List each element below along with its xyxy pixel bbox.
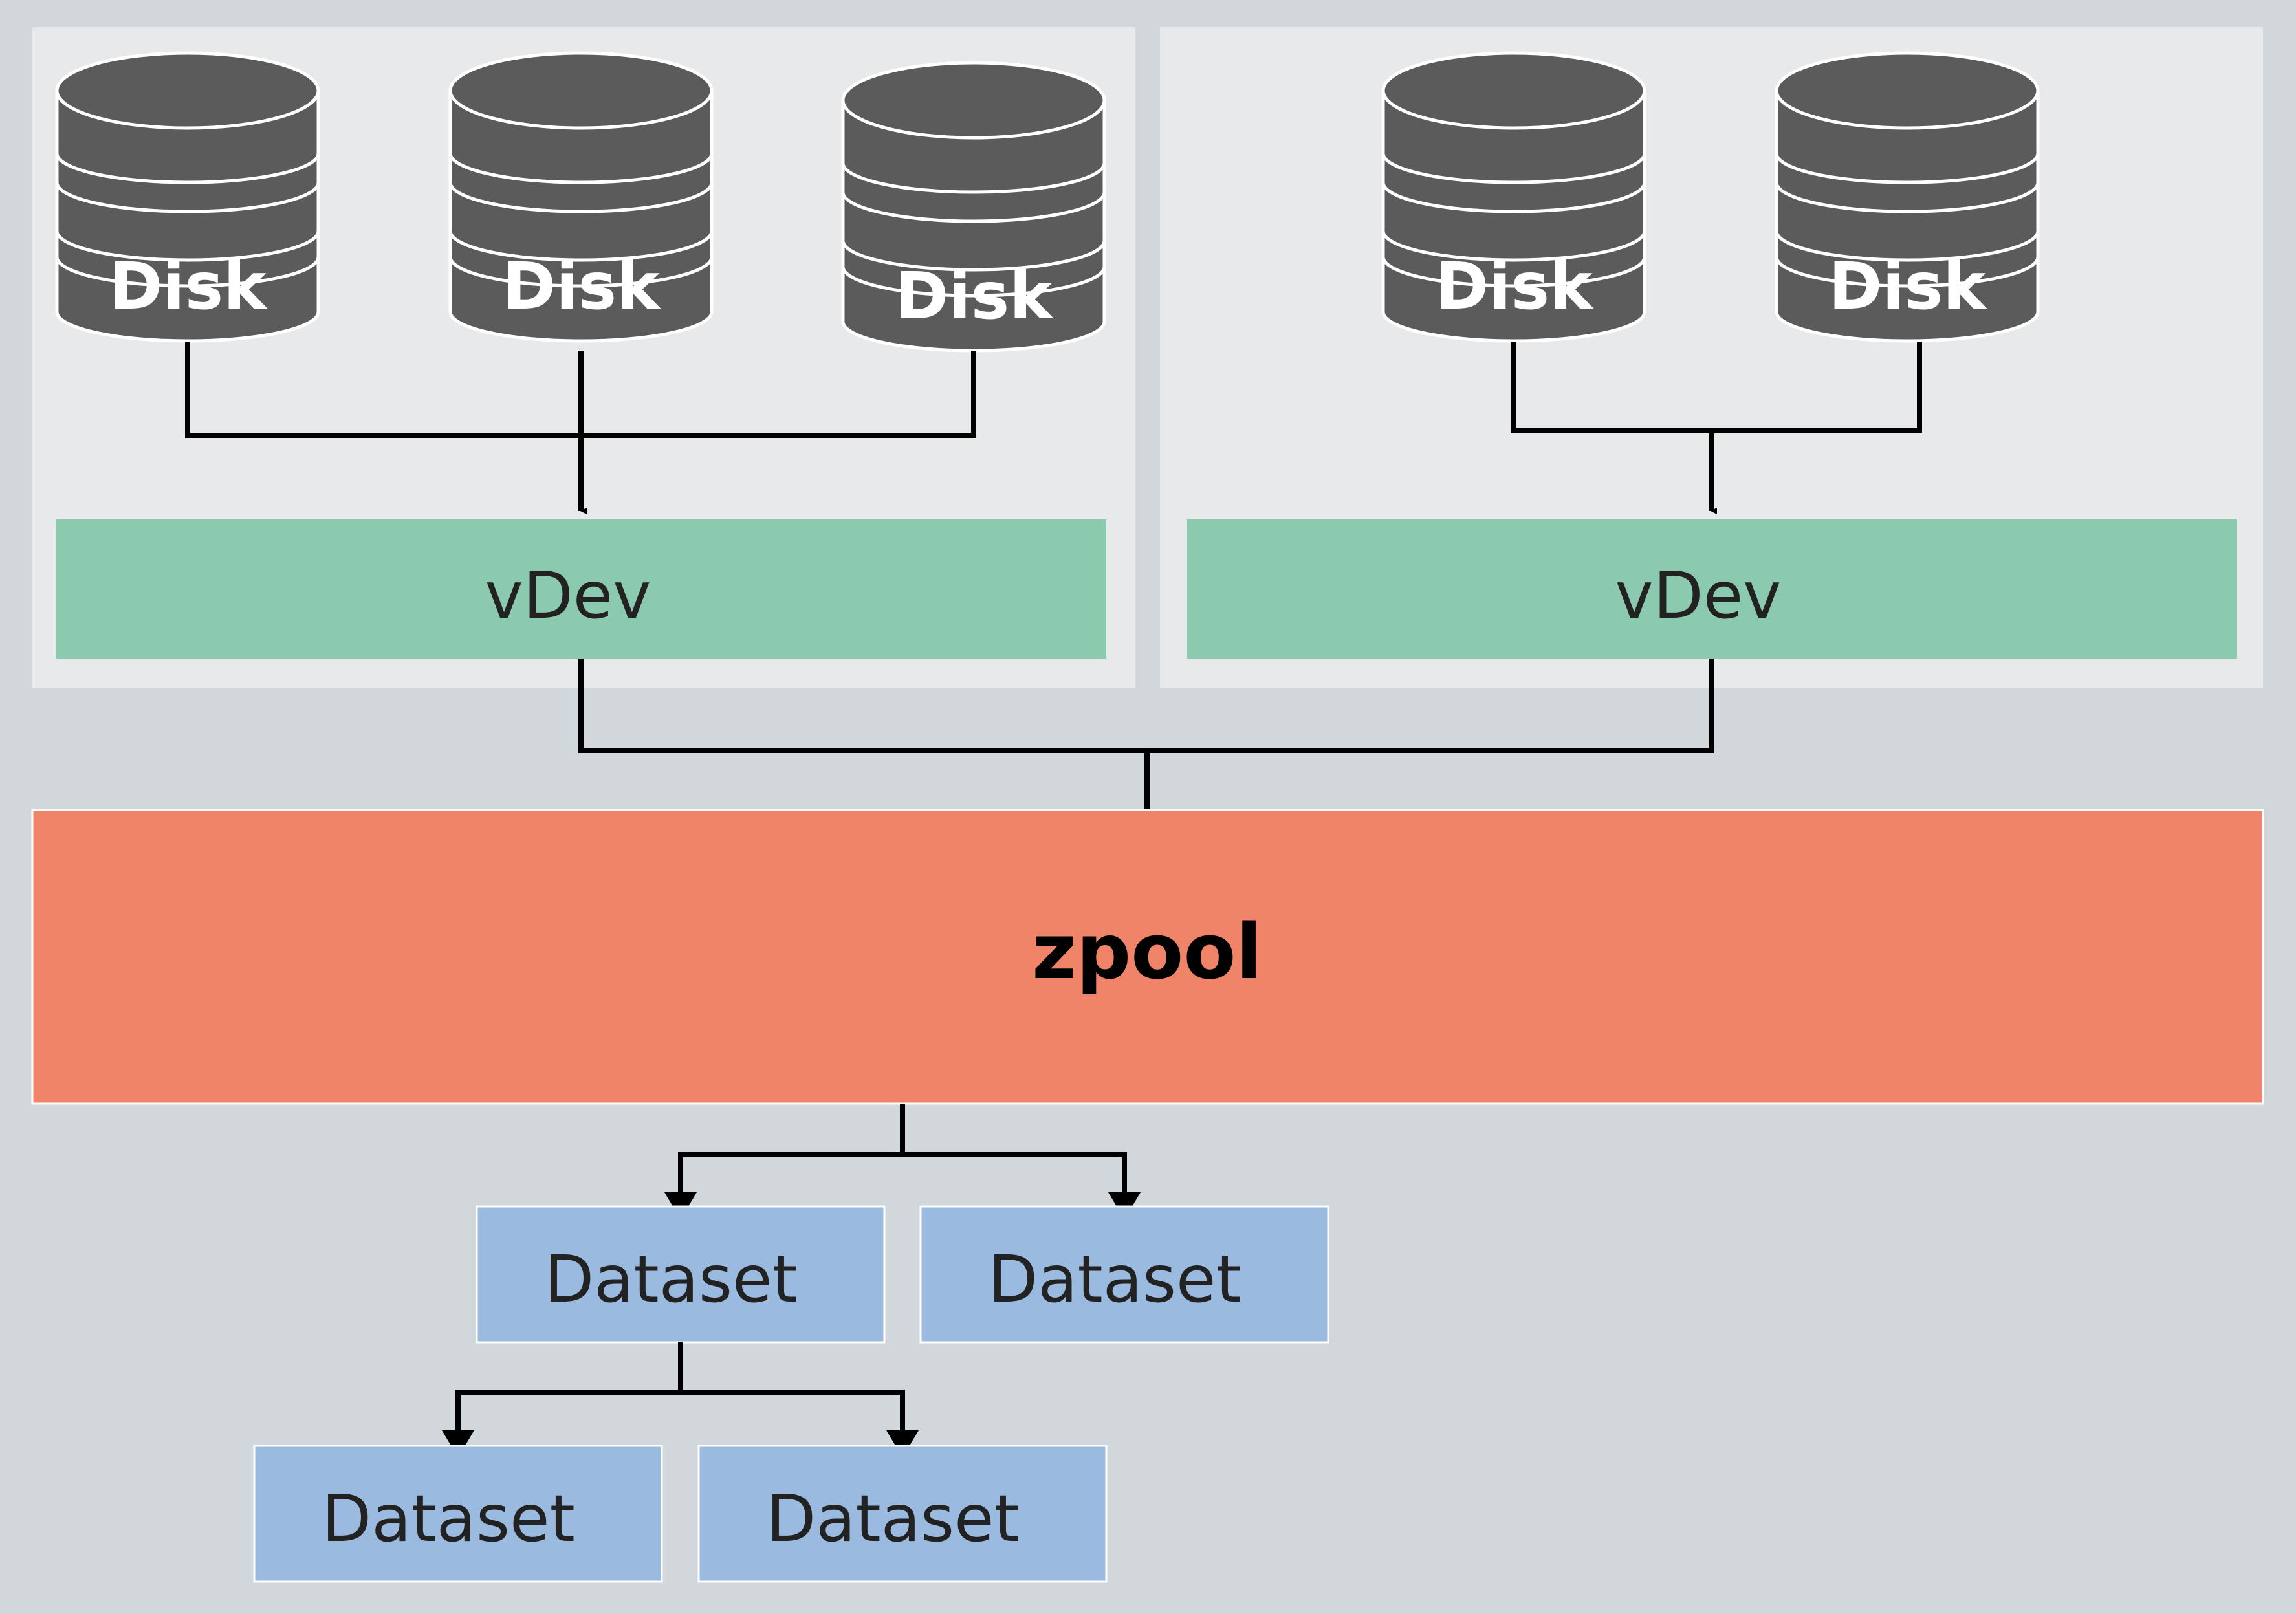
- connector-vdevs-to-zpool: [578, 659, 1714, 820]
- vdev-label-right: vDev: [1615, 558, 1782, 633]
- arrowhead-icon: [886, 1430, 919, 1457]
- dataset-label: Dataset: [322, 1481, 575, 1556]
- dataset-box: [919, 1205, 1329, 1344]
- disk-icon: Disk: [450, 53, 712, 341]
- disk-label: Disk: [1435, 248, 1594, 324]
- dataset-box: [476, 1205, 886, 1344]
- disk-icon: Disk: [1777, 53, 2038, 341]
- dataset-label: Dataset: [988, 1241, 1241, 1317]
- connector-disks-to-vdev-right: [1511, 342, 1922, 514]
- connector-dataset-to-children: [455, 1342, 905, 1452]
- vdev-label-left: vDev: [485, 558, 651, 633]
- connector-disks-to-vdev-left: [185, 342, 976, 514]
- disk-label: Disk: [109, 248, 268, 324]
- disk-label: Disk: [502, 248, 661, 324]
- disk-icon: Disk: [1383, 53, 1645, 341]
- dataset-box: [253, 1445, 663, 1583]
- arrowhead-icon: [442, 1430, 474, 1457]
- connector-zpool-to-datasets: [678, 1104, 1127, 1216]
- disk-icon: Disk: [57, 53, 318, 341]
- vdev-box-right: [1187, 519, 2237, 659]
- disk-label: Disk: [1828, 248, 1987, 324]
- disk-label: Disk: [895, 258, 1054, 334]
- dataset-label: Dataset: [766, 1481, 1020, 1556]
- vdev-box-left: [56, 519, 1106, 659]
- disk-icon: Disk: [843, 63, 1104, 351]
- dataset-box: [697, 1445, 1108, 1583]
- zpool-box: [31, 809, 2264, 1105]
- zpool-label: zpool: [1032, 907, 1262, 996]
- dataset-label: Dataset: [544, 1241, 798, 1317]
